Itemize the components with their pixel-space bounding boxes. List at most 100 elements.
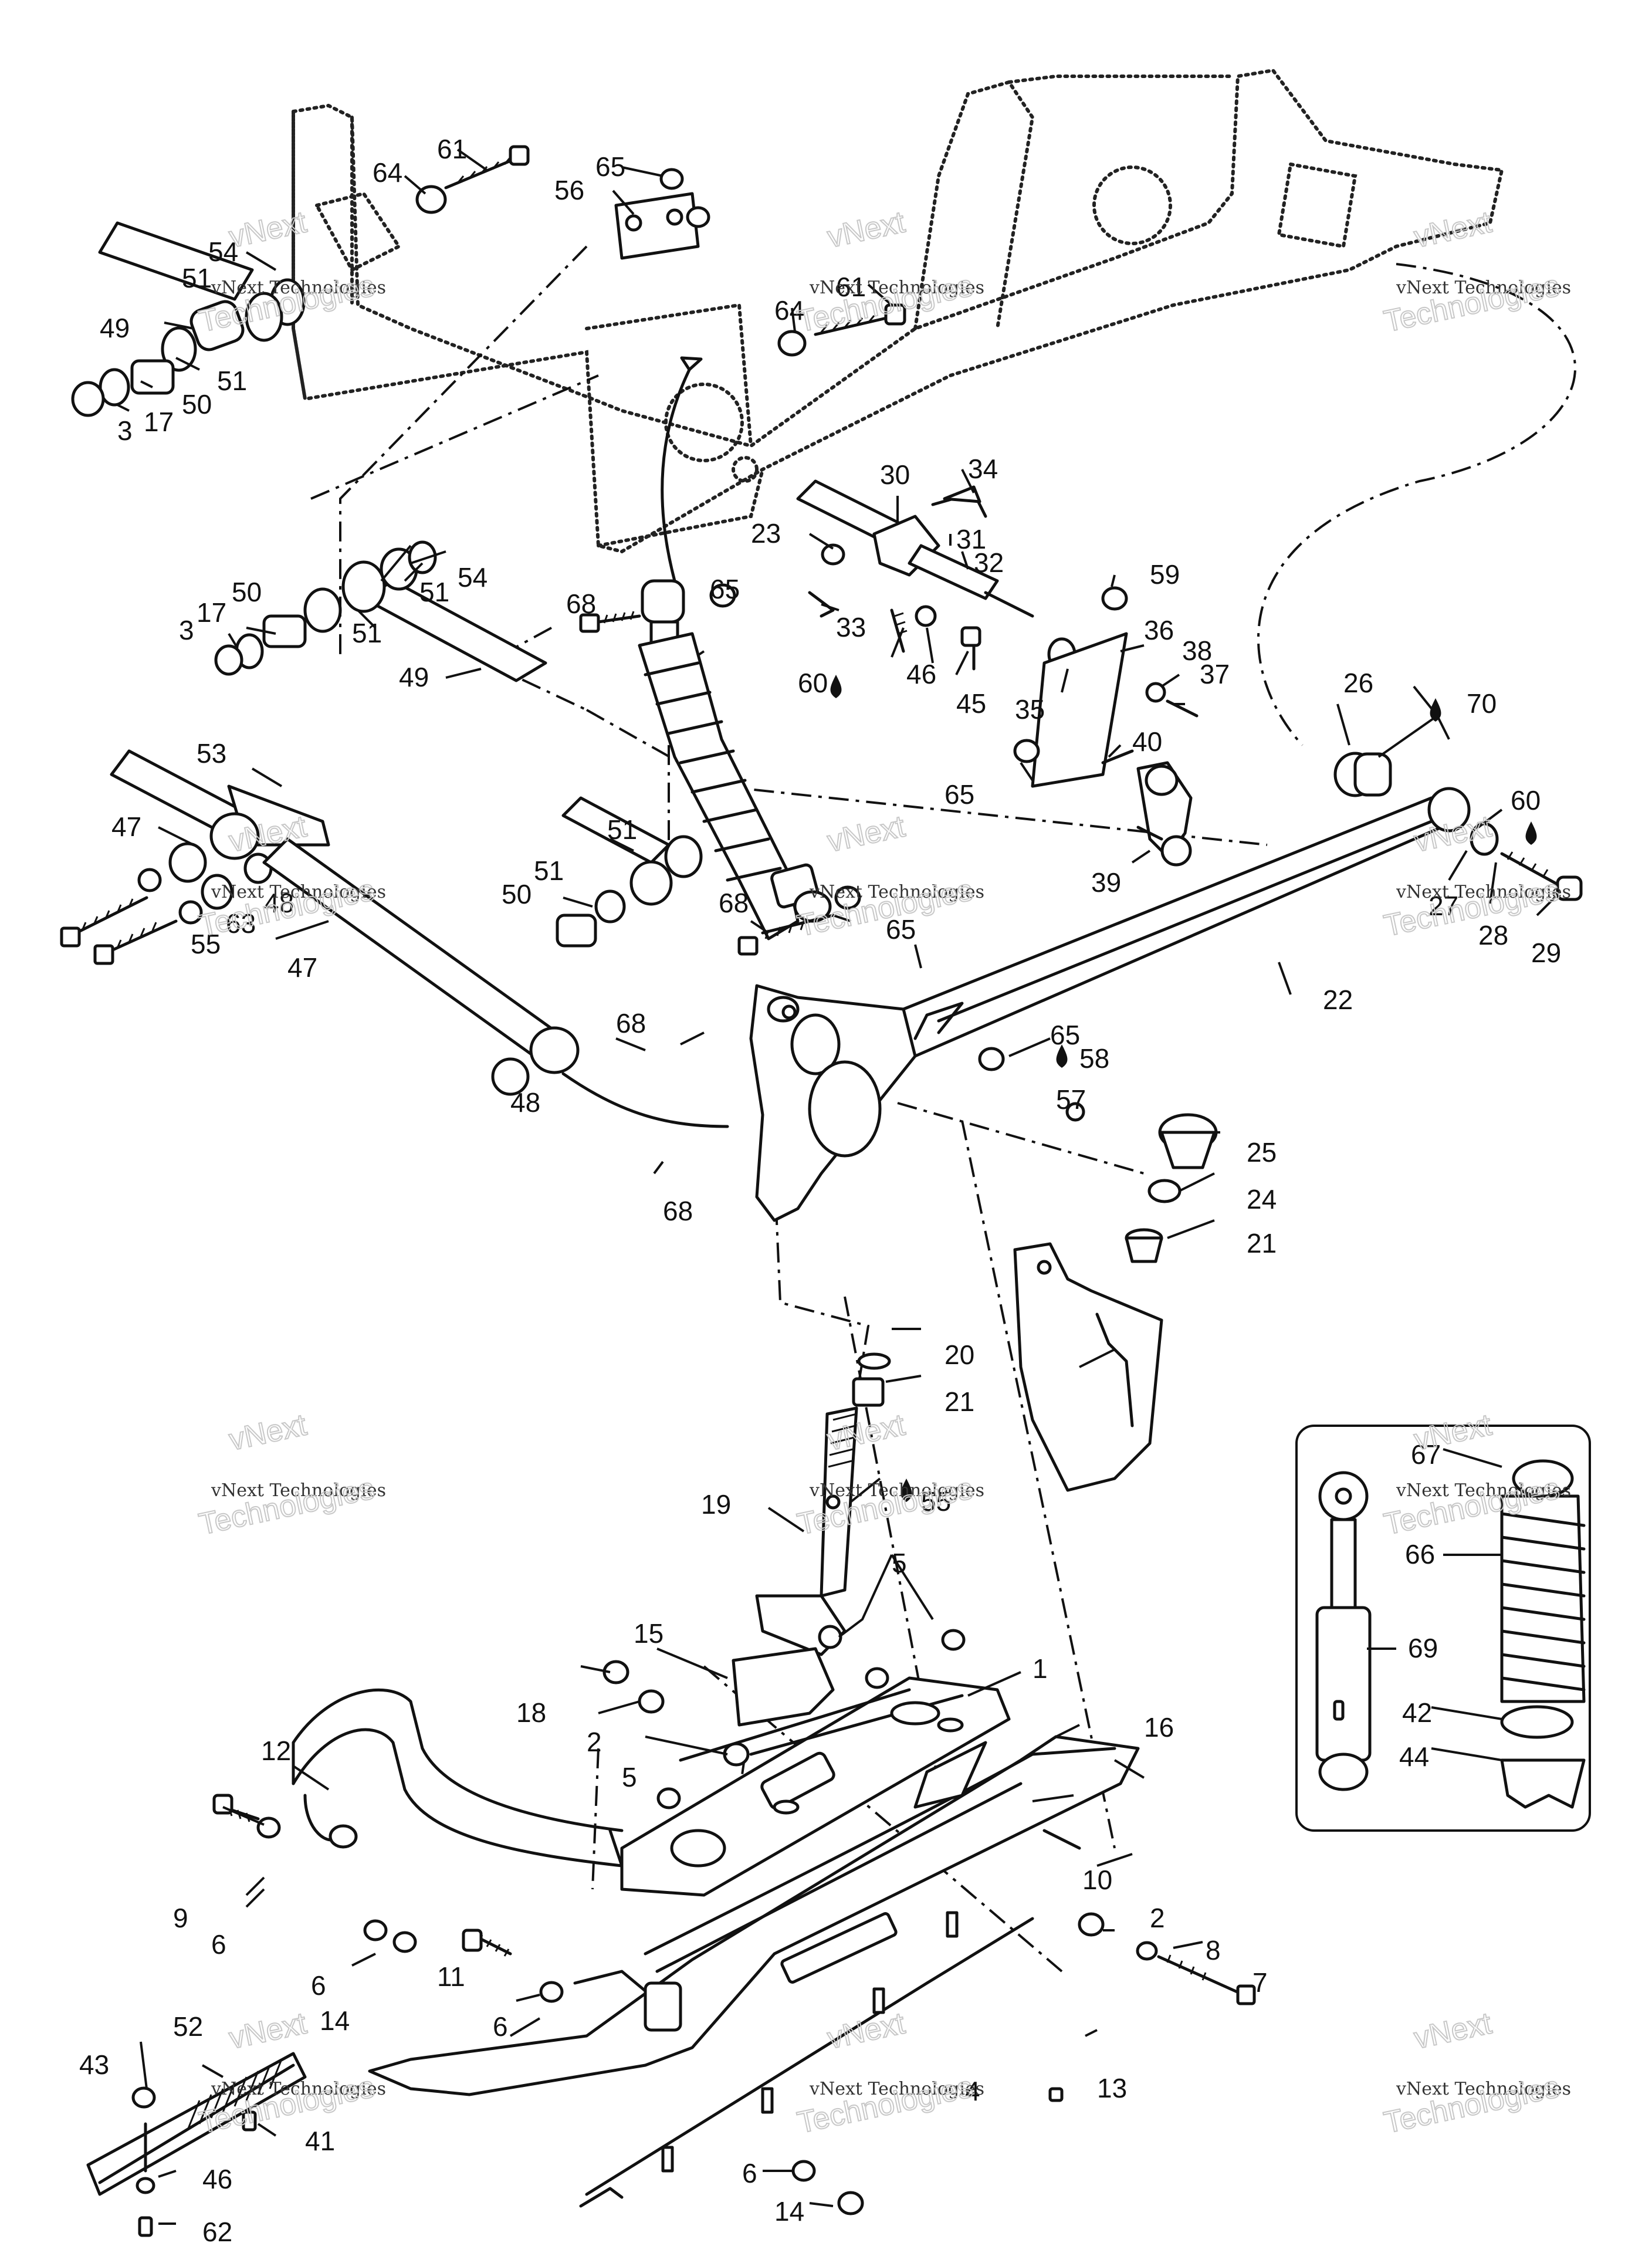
callout-60: 60	[1511, 785, 1541, 816]
svg-text:vNext: vNext	[226, 2006, 310, 2055]
callout-17: 17	[197, 597, 226, 628]
carbide-runner	[86, 2052, 307, 2237]
callout-47: 47	[287, 952, 317, 983]
callout-46: 46	[906, 659, 936, 689]
watermark: vNext vNext Technologies Technologies	[1380, 2005, 1571, 2140]
spindle-shaft	[755, 1352, 891, 1656]
watermark: vNext vNext Technologies Technologies	[195, 1407, 386, 1542]
svg-text:vNext: vNext	[824, 2006, 908, 2055]
callout-leaders	[117, 148, 1556, 2225]
watermarks: vNext vNext Technologies Technologies vN…	[195, 204, 1571, 2140]
callout-14: 14	[320, 2005, 350, 2036]
callout-7: 7	[1252, 1967, 1268, 1998]
callout-50: 50	[502, 879, 532, 909]
svg-text:vNext Technologies: vNext Technologies	[809, 278, 984, 298]
steering-arm-assembly	[796, 479, 1199, 867]
callout-39: 39	[1091, 867, 1121, 898]
callout-31: 31	[956, 524, 986, 554]
callout-48: 48	[510, 1087, 540, 1118]
watermark: vNext vNext Technologies Technologies	[794, 1407, 984, 1542]
svg-text:vNext: vNext	[1411, 2006, 1495, 2055]
callout-51: 51	[419, 577, 449, 607]
svg-text:vNext Technologies: vNext Technologies	[211, 1480, 386, 1501]
callout-51: 51	[534, 855, 564, 886]
callout-36: 36	[1144, 615, 1174, 645]
callout-59: 59	[1150, 559, 1180, 590]
callout-68: 68	[663, 1196, 693, 1226]
callout-14: 14	[774, 2196, 804, 2227]
callout-10: 10	[1082, 1865, 1112, 1895]
callout-51: 51	[607, 814, 637, 845]
callout-42: 42	[1402, 1697, 1432, 1728]
svg-text:vNext: vNext	[1411, 205, 1495, 254]
callout-68: 68	[616, 1008, 646, 1038]
callout-49: 49	[399, 662, 429, 692]
watermark: vNext vNext Technologies Technologies	[794, 2005, 984, 2140]
callout-15: 15	[634, 1618, 663, 1649]
callout-22: 22	[1323, 985, 1353, 1015]
upper-rear-arm-bushings	[71, 221, 306, 417]
callout-70: 70	[1467, 688, 1497, 719]
callout-64: 64	[373, 157, 402, 188]
callout-43: 43	[79, 2049, 109, 2080]
svg-text:vNext Technologies: vNext Technologies	[809, 882, 984, 902]
callout-62: 62	[202, 2217, 232, 2247]
callout-2: 2	[587, 1727, 602, 1757]
callout-2: 2	[1150, 1903, 1165, 1933]
callout-11: 11	[437, 1961, 465, 1992]
callout-35: 35	[1015, 694, 1045, 725]
callout-29: 29	[1531, 938, 1561, 968]
watermark: vNext vNext Technologies Technologies	[1380, 204, 1571, 339]
callout-54: 54	[458, 562, 488, 593]
callout-65: 65	[710, 574, 740, 604]
callout-16: 16	[1144, 1712, 1174, 1743]
upper-front-arm	[214, 540, 547, 682]
callout-55: 55	[191, 929, 221, 959]
callout-63: 63	[226, 908, 256, 939]
svg-text:vNext Technologies: vNext Technologies	[1396, 882, 1571, 902]
callout-1: 1	[1032, 1653, 1048, 1684]
callout-60: 60	[798, 668, 828, 698]
callout-48: 48	[264, 888, 294, 918]
lower-a-arm	[749, 787, 1471, 1222]
callout-labels: 61 64 65 56 61 64 54 51 49 51 50 17 3 54…	[79, 134, 1561, 2247]
shock-detail-inset	[1295, 1425, 1591, 1832]
callout-38: 38	[1182, 635, 1212, 666]
callout-28: 28	[1478, 920, 1508, 950]
svg-text:vNext Technologies: vNext Technologies	[809, 1480, 984, 1501]
callout-57: 57	[1056, 1084, 1086, 1115]
callout-4: 4	[965, 2076, 980, 2106]
callout-54: 54	[208, 236, 238, 267]
svg-text:vNext Technologies: vNext Technologies	[1396, 278, 1571, 298]
a-arm-pivot-hardware	[1333, 752, 1583, 901]
callout-67: 67	[1411, 1439, 1441, 1470]
callout-6: 6	[493, 2011, 508, 2042]
svg-text:vNext Technologies: vNext Technologies	[211, 278, 386, 298]
callout-47: 47	[111, 811, 141, 842]
ski-handle	[292, 1689, 624, 1868]
callout-45: 45	[956, 688, 986, 719]
shock-absorber	[579, 356, 861, 956]
callout-12: 12	[261, 1736, 291, 1766]
callout-26: 26	[1343, 668, 1373, 698]
callout-27: 27	[1428, 891, 1458, 921]
svg-text:vNext: vNext	[226, 1408, 310, 1457]
callout-61: 61	[437, 134, 467, 164]
callout-68: 68	[719, 888, 749, 918]
callout-51: 51	[182, 263, 212, 293]
svg-text:vNext: vNext	[824, 809, 908, 858]
callout-6: 6	[211, 1929, 226, 1960]
callout-52: 52	[173, 2011, 203, 2042]
callout-65: 65	[1050, 1020, 1080, 1050]
callout-6: 6	[742, 2158, 757, 2188]
svg-text:vNext Technologies: vNext Technologies	[211, 882, 386, 902]
callout-21: 21	[1247, 1228, 1277, 1259]
callout-25: 25	[1247, 1137, 1277, 1168]
callout-55: 55	[921, 1486, 951, 1517]
chassis-frame	[292, 68, 1504, 554]
callout-68: 68	[566, 588, 596, 619]
callout-56: 56	[554, 175, 584, 205]
callout-65: 65	[945, 779, 974, 810]
svg-text:vNext Technologies: vNext Technologies	[211, 2079, 386, 2099]
callout-64: 64	[774, 295, 804, 326]
